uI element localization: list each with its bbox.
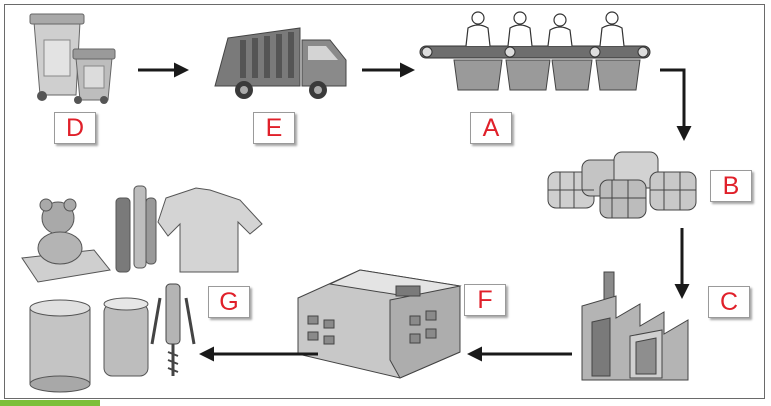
factory-icon <box>581 271 689 381</box>
food-cans-icon <box>29 297 149 393</box>
garbage-truck-icon <box>214 27 347 99</box>
waste-bins-icon <box>29 13 116 104</box>
manufacturing-building-icon <box>297 269 462 379</box>
accent-bar <box>0 400 100 406</box>
label-b: B <box>710 170 752 202</box>
label-d: D <box>54 112 96 144</box>
label-e: E <box>253 112 295 144</box>
label-c: C <box>708 286 750 318</box>
recycled-products-icon <box>21 185 263 283</box>
flow-arrows <box>138 62 692 362</box>
corkscrew-icon <box>150 283 196 376</box>
label-a: A <box>470 112 512 144</box>
label-g: G <box>208 286 250 318</box>
compressed-bales-icon <box>547 151 697 219</box>
sorting-conveyor-icon <box>419 11 651 91</box>
label-f: F <box>464 284 506 316</box>
